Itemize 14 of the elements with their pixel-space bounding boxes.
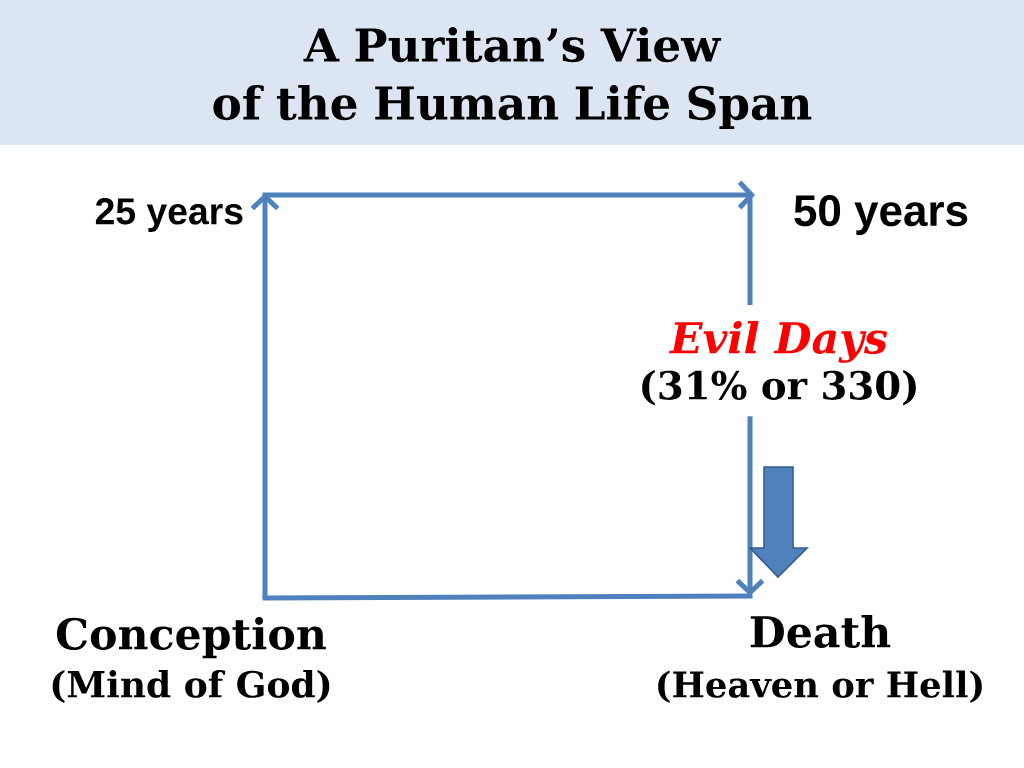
stage-note: (Heaven or Hell): [658, 670, 982, 703]
stage-note: (Mind of God): [52, 670, 330, 703]
stage-label: Death: [750, 614, 891, 648]
arrow: [735, 416, 765, 596]
period-note: (31% or 330): [642, 370, 916, 406]
connector-line: [262, 593, 753, 601]
age-label: 50 years: [794, 195, 968, 235]
stage-label: Conception: [56, 616, 326, 659]
title-bar: A Puritan’s View of the Human Life Span: [0, 0, 1024, 145]
arrow: [262, 180, 755, 210]
period-label: Evil Days: [669, 320, 888, 363]
connector-line: [747, 192, 753, 305]
arrow: [250, 193, 280, 598]
age-label: 25 years: [95, 198, 243, 232]
